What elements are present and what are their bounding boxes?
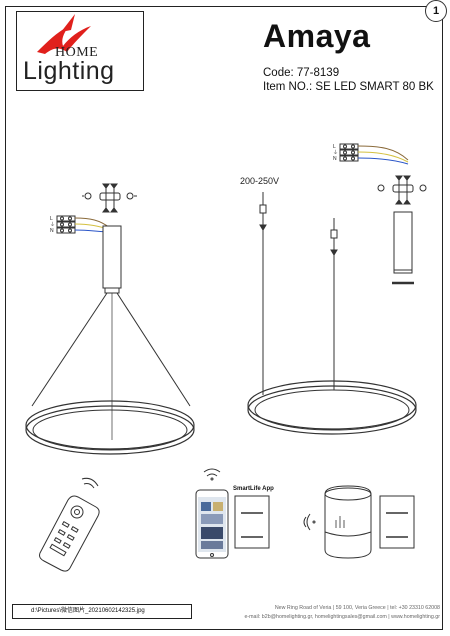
wall-switch-icon [303, 485, 415, 559]
product-code: Code: 77-8139 [263, 67, 340, 79]
page-border [5, 6, 443, 630]
voltage-label: 200-250V [240, 176, 279, 186]
logo-home-text: HOME [55, 45, 99, 60]
right-canopy [339, 143, 427, 285]
left-pendant [25, 183, 195, 455]
right-terminal-block-icon [339, 143, 359, 162]
left-terminal-block-icon [56, 215, 76, 234]
file-path: d:\Pictures\微信图片_20210602142325.jpg [12, 604, 192, 619]
page-number: 1 [425, 0, 447, 22]
svg-text:⏚: ⏚ [50, 221, 55, 228]
installation-diagram: L ⏚ N 200-250V [25, 143, 427, 572]
smartlife-app-label: SmartLife App [233, 486, 274, 492]
app-switch-panel-icon [234, 495, 270, 549]
svg-text:⏚: ⏚ [333, 149, 338, 156]
smartphone-icon [195, 468, 229, 559]
company-email: e-mail: b2b@homelighting.gr, homelightin… [244, 614, 440, 620]
right-screws-icon [377, 175, 427, 205]
logo: HOME Lighting [16, 11, 144, 91]
product-title: Amaya [263, 18, 371, 54]
middle-pendant [247, 192, 417, 435]
logo-lighting-text: Lighting [23, 57, 115, 85]
logo-swoosh-icon [37, 14, 91, 54]
item-number: Item NO.: SE LED SMART 80 BK [263, 81, 434, 93]
company-address: New Ring Road of Veria | 59 100, Veria G… [274, 605, 440, 611]
left-screws-icon [82, 183, 137, 213]
remote-control-icon [39, 477, 100, 572]
left-label-l: L [50, 216, 53, 222]
left-label-n: N [50, 228, 54, 234]
right-label-n: N [333, 156, 337, 162]
right-label-l: L [333, 144, 336, 150]
